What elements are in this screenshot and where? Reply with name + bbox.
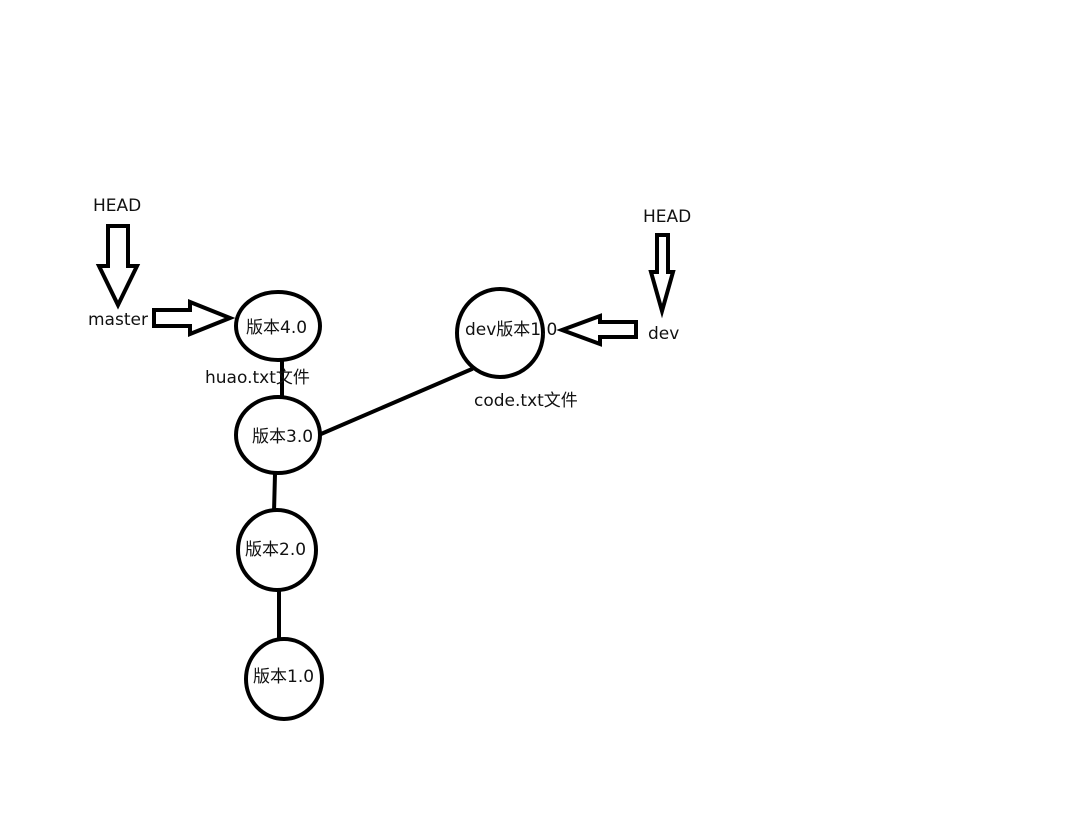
node-label-v2: 版本2.0: [245, 540, 306, 560]
node-v1: [244, 637, 324, 721]
head-to-dev-arrow-icon: [648, 233, 676, 319]
node-label-v1: 版本1.0: [253, 667, 314, 687]
node-v4: [234, 290, 322, 362]
edge-v2-v3: [272, 472, 277, 514]
node-dev1: [455, 287, 545, 379]
huao-file-label: huao.txt文件: [205, 368, 310, 388]
head-to-master-arrow-icon: [95, 224, 141, 310]
node-v3: [234, 395, 322, 475]
node-label-v3: 版本3.0: [252, 427, 313, 447]
node-label-dev1: dev版本1.0: [465, 320, 557, 340]
dev-branch-label: dev: [648, 324, 679, 344]
code-file-label: code.txt文件: [474, 391, 578, 411]
node-label-v4: 版本4.0: [246, 318, 307, 338]
head-dev-label: HEAD: [643, 207, 691, 227]
node-v2: [236, 508, 318, 592]
master-branch-label: master: [88, 310, 148, 330]
dev-to-dev1-arrow-icon: [556, 313, 638, 347]
head-master-label: HEAD: [93, 196, 141, 216]
edge-v3-dev1: [319, 367, 474, 436]
master-to-v4-arrow-icon: [152, 299, 236, 337]
